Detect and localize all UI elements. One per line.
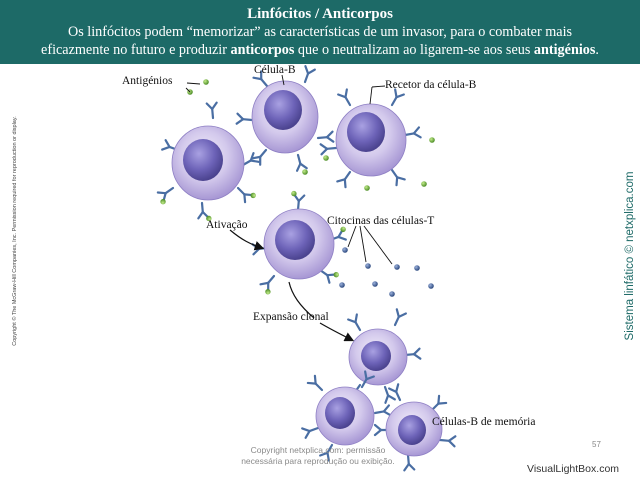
activation-arrow [229, 229, 265, 251]
side-copyright: Copyright © The McGraw-Hill Companies, I… [12, 116, 18, 346]
watermark-line-1: Copyright netxplica.com: permissão [250, 445, 386, 455]
label-activation: Ativação [206, 219, 248, 231]
bcell-activated [251, 191, 350, 296]
memory-bcell-1 [346, 308, 422, 404]
label-bcell: Célula-B [254, 64, 296, 76]
label-clonal-expansion: Expansão clonal [253, 311, 329, 323]
label-tcell-cytokines: Citocinas das células-T [327, 215, 435, 227]
watermark: Copyright netxplica.com: permissão neces… [228, 445, 408, 467]
clonal-expansion-arrow-tip [319, 322, 355, 342]
keyword-antibodies: anticorpos [230, 42, 295, 58]
memory-bcell-3 [373, 383, 457, 472]
label-antigens: Antigénios [122, 75, 173, 87]
slide-description: Os linfócitos podem “memorizar” as carac… [0, 23, 640, 59]
side-site-credit: Sistema linfático © netxplica.com [624, 171, 636, 341]
description-text: eficazmente no futuro e produzir [41, 42, 231, 58]
cytokine-particles [339, 247, 434, 297]
bcell-top-right [319, 88, 422, 189]
brand-link[interactable]: VisualLightBox.com [527, 463, 620, 475]
label-leader-lines [185, 74, 393, 265]
label-memory-bcells: Células-B de memória [432, 416, 536, 428]
description-text: que o neutralizam ao ligarem-se aos seus [294, 42, 534, 58]
memory-bcell-2 [301, 370, 392, 462]
slide-title: Linfócitos / Anticorpos [247, 6, 393, 22]
description-line-1: Os linfócitos podem “memorizar” as carac… [67, 24, 573, 40]
bcell-top [235, 65, 335, 172]
bcell-left [155, 101, 260, 222]
clonal-expansion-arrow [288, 281, 315, 319]
label-bcell-receptor: Recetor da célula-B [385, 79, 477, 91]
watermark-line-2: necessária para reprodução ou exibição. [241, 456, 395, 466]
page-number: 57 [592, 440, 601, 449]
slide-header: Linfócitos / Anticorpos Os linfócitos po… [0, 0, 640, 64]
keyword-antigens: antigénios [533, 42, 596, 58]
description-text: . [595, 42, 599, 58]
